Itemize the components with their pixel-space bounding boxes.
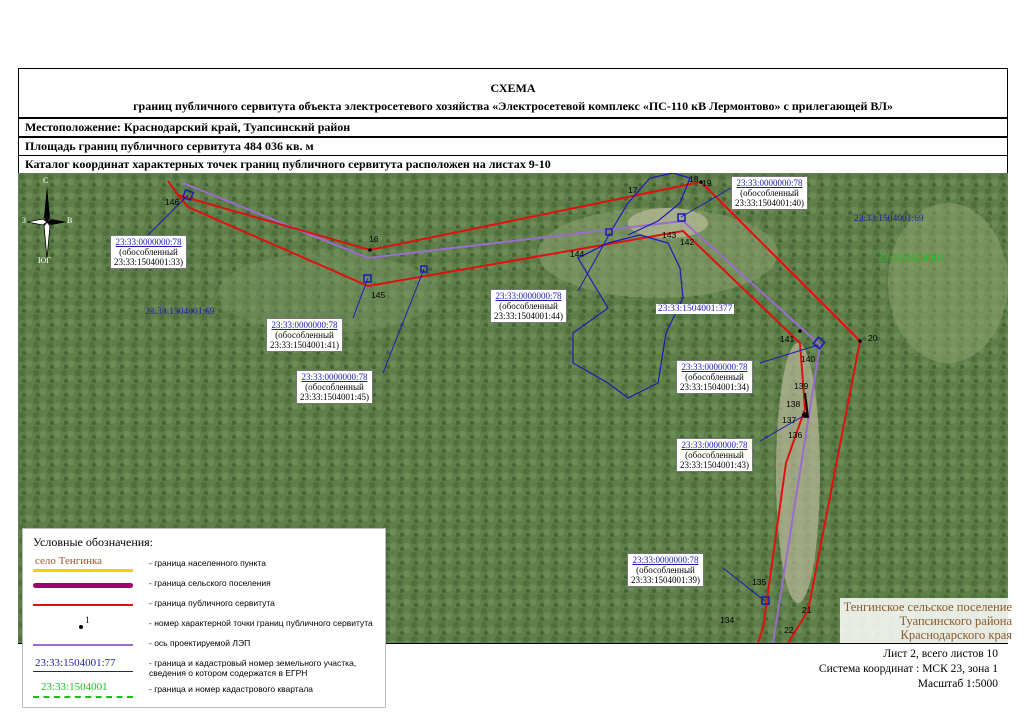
point-number: 143 xyxy=(662,230,677,240)
sheet-page: Лист 2, всего листов 10 xyxy=(883,648,998,660)
parcel-377-boundary xyxy=(572,234,684,399)
point-number: 139 xyxy=(794,381,809,391)
point-number: 141 xyxy=(780,334,795,344)
scheme-subtitle: границ публичного сервитута объекта элек… xyxy=(133,99,893,113)
parcel-label: 23:33:1504001:69 xyxy=(854,214,924,224)
point-number: 17 xyxy=(628,185,638,195)
location-row: Местоположение: Краснодарский край, Туап… xyxy=(18,118,1008,137)
point-number: 137 xyxy=(782,415,797,425)
legend-title: Условные обозначения: xyxy=(33,535,154,549)
point-number: 145 xyxy=(371,290,386,300)
compass-rose: С ЮГ З В xyxy=(22,176,73,265)
point-number: 19 xyxy=(702,178,712,188)
settlement-label: Тенгинское сельское поселение Туапсинско… xyxy=(839,598,1016,644)
legend-item-servitude-border: - граница публичного сервитута xyxy=(23,595,385,615)
point-number: 20 xyxy=(868,333,878,343)
point-number: 138 xyxy=(786,399,801,409)
sheet-info: Лист 2, всего листов 10 Система координа… xyxy=(819,647,998,692)
area-row: Площадь границ публичного сервитута 484 … xyxy=(18,137,1008,156)
compass-east: В xyxy=(67,216,73,225)
legend-item-rural-border: - граница сельского поселения xyxy=(23,575,385,595)
point-number: 135 xyxy=(752,577,767,587)
legend-item-lep-axis: - ось проектируемой ЛЭП xyxy=(23,635,385,655)
point-number: 22 xyxy=(784,625,794,635)
servitude-boundary-south xyxy=(177,194,807,643)
point-number: 140 xyxy=(801,354,816,364)
point-number: 146 xyxy=(165,197,180,207)
point-number: 18 xyxy=(689,174,699,184)
legend-panel: Условные обозначения: село Тенгинка - гр… xyxy=(22,528,386,708)
point-number: 142 xyxy=(680,237,695,247)
legend-item-point-number: 1 - номер характерной точки границ публи… xyxy=(23,615,385,635)
title-block: СХЕМА границ публичного сервитута объект… xyxy=(18,68,1008,118)
parcel-label: 23:33:1504001:69 xyxy=(145,307,215,317)
quarter-label: 23:33:1504001 xyxy=(878,252,945,264)
sheet-scale: Масштаб 1:5000 xyxy=(917,678,998,690)
parcel-44-boundary xyxy=(612,173,691,236)
sheet-crs: Система координат : МСК 23, зона 1 xyxy=(818,663,998,675)
scheme-title: СХЕМА xyxy=(490,81,536,95)
legend-item-quarter: 23:33:1504001 - граница и номер кадастро… xyxy=(23,681,385,701)
point-number: 16 xyxy=(369,234,379,244)
point-number: 21 xyxy=(802,605,812,615)
point-number: 144 xyxy=(570,249,585,259)
compass-north: С xyxy=(43,176,49,185)
point-number: 134 xyxy=(720,615,735,625)
parcel-label: 23:33:1504001:377 xyxy=(656,304,735,314)
point-number: 136 xyxy=(788,430,803,440)
legend-item-parcel: 23:33:1504001:77 - граница и кадастровый… xyxy=(33,657,357,678)
compass-south: ЮГ xyxy=(38,256,51,265)
catalog-row: Каталог координат характерных точек гран… xyxy=(18,155,1008,174)
compass-west: З xyxy=(22,216,27,225)
legend-item-settlement-border: село Тенгинка - граница населенного пунк… xyxy=(23,555,385,575)
